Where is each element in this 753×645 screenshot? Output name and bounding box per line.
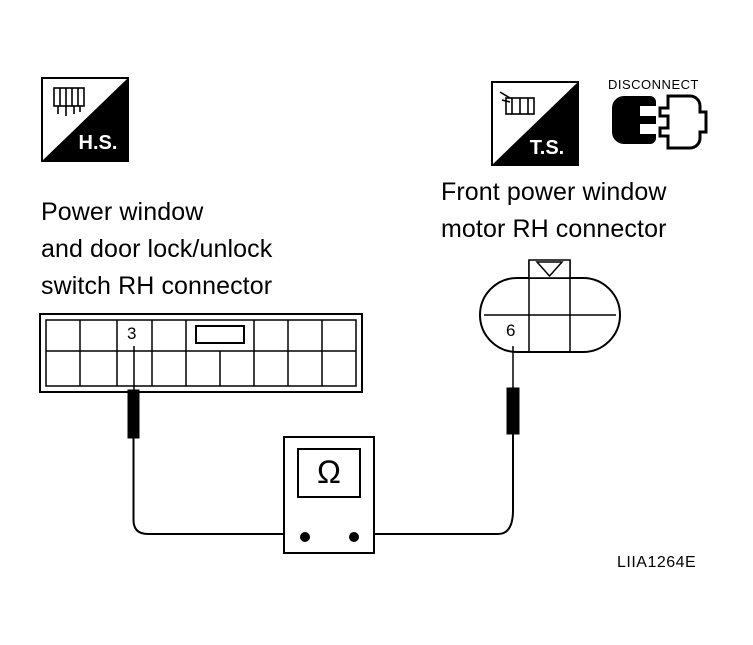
ohm-symbol: Ω [317,454,341,490]
switch-connector-label-line-1: Power window [41,198,204,226]
ts-label: T.S. [529,137,565,159]
terminal-6-label: 6 [505,321,517,341]
motor-connector-label: Front power window motor RH connector [441,174,667,248]
switch-connector-label-line-2: and door lock/unlock [41,235,273,263]
figure-code: LIIA1264E [617,554,697,571]
hs-label: H.S. [78,132,118,154]
motor-rh-connector [479,259,621,353]
motor-connector-label-line-2: motor RH connector [441,215,667,243]
disconnect-connector-icon [612,94,708,150]
test-leads [127,346,520,535]
motor-connector-label-line-1: Front power window [441,178,667,206]
terminal-3-label: 3 [126,324,138,344]
switch-rh-connector [39,313,363,393]
terminal-side-icon [491,81,579,166]
switch-connector-label: Power window and door lock/unlock switch… [41,194,272,305]
harness-side-icon [41,77,129,162]
ohmmeter-icon [283,436,375,554]
disconnect-label: DISCONNECT [608,77,699,92]
switch-connector-label-line-3: switch RH connector [41,272,273,300]
